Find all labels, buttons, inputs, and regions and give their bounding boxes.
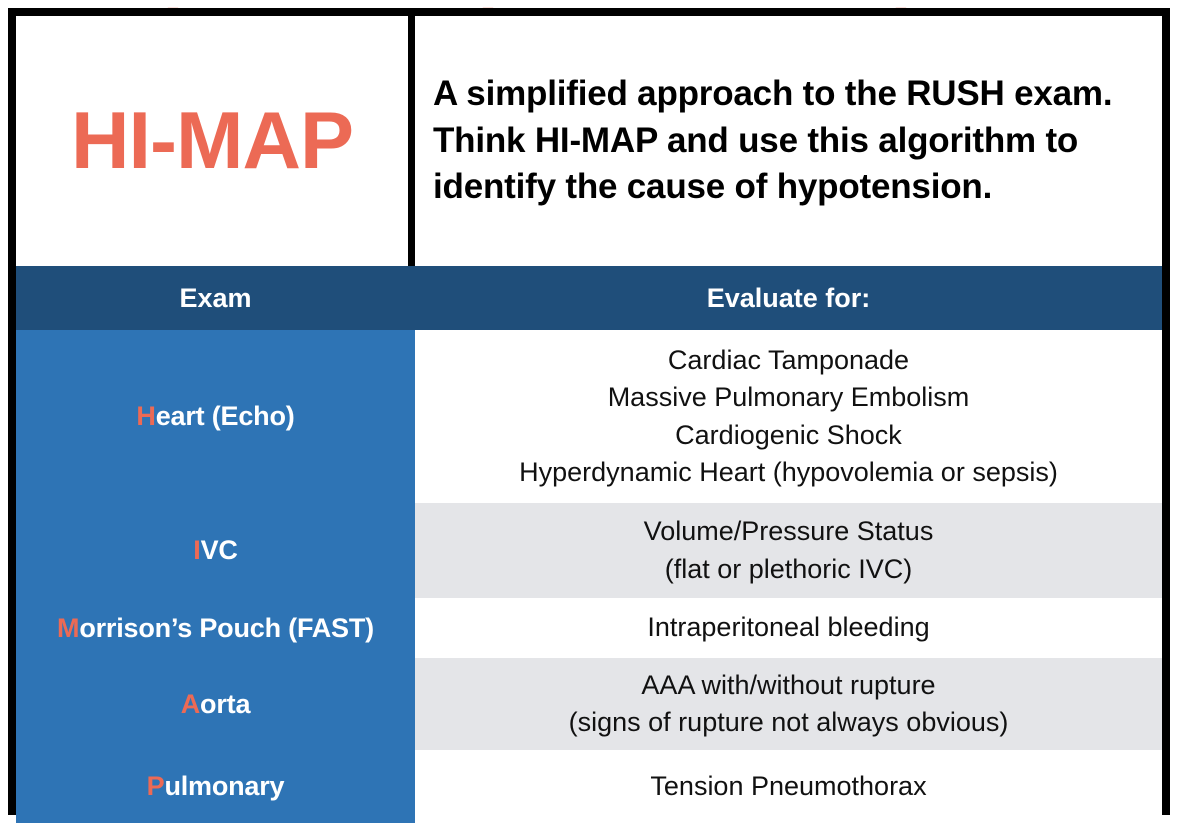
subtitle-text: A simplified approach to the RUSH exam. …	[433, 74, 1113, 207]
artifact-mark-2: _	[483, 0, 493, 8]
evaluate-line: (signs of rupture not always obvious)	[568, 707, 1009, 737]
key-letter-i: I	[193, 535, 201, 565]
table-row: Aorta AAA with/without rupture (signs of…	[16, 658, 1162, 750]
exam-label-rest-morrisons: orrison’s Pouch (FAST)	[79, 612, 374, 643]
exam-label-rest-heart: eart (Echo)	[155, 401, 295, 431]
himap-table: HI-MAP A simplified approach to the RUSH…	[8, 8, 1170, 823]
key-letter-p: P	[146, 771, 165, 801]
column-header-exam: Exam	[179, 282, 252, 313]
evaluate-line: Cardiogenic Shock	[675, 419, 902, 450]
exam-cell-heart: Heart (Echo)	[16, 330, 415, 503]
table-row: Morrison’s Pouch (FAST) Intraperitoneal …	[16, 598, 1162, 658]
exam-label-morrisons: Morrison’s Pouch (FAST)	[57, 613, 374, 644]
evaluate-cell-morrisons: Intraperitoneal bleeding	[415, 598, 1162, 658]
evaluate-line: Massive Pulmonary Embolism	[607, 382, 970, 413]
exam-label-heart: Heart (Echo)	[136, 401, 294, 432]
evaluate-line: AAA with/without rupture	[641, 669, 936, 700]
table-row: Pulmonary Tension Pneumothorax	[16, 750, 1162, 823]
evaluate-cell-heart: Cardiac Tamponade Massive Pulmonary Embo…	[415, 330, 1162, 503]
exam-cell-morrisons: Morrison’s Pouch (FAST)	[16, 598, 415, 658]
exam-label-aorta: Aorta	[181, 689, 251, 720]
key-letter-a: A	[180, 688, 201, 719]
exam-label-rest-ivc: VC	[200, 535, 238, 565]
evaluate-cell-aorta: AAA with/without rupture (signs of ruptu…	[415, 658, 1162, 750]
exam-cell-pulmonary: Pulmonary	[16, 750, 415, 823]
artifact-mark-3: _	[896, 0, 906, 8]
exam-cell-ivc: IVC	[16, 503, 415, 598]
artifact-mark-1: _	[168, 0, 178, 8]
evaluate-line: Hyperdynamic Heart (hypovolemia or sepsi…	[519, 456, 1058, 487]
table-inner: HI-MAP A simplified approach to the RUSH…	[16, 16, 1162, 823]
top-edge-artifacts: _ _ _	[0, 0, 1182, 8]
evaluate-line: (flat or plethoric IVC)	[664, 553, 913, 584]
brand-cell: HI-MAP	[16, 16, 415, 266]
column-header-evaluate: Evaluate for:	[706, 282, 871, 313]
evaluate-line: Tension Pneumothorax	[650, 770, 927, 801]
subtitle-cell: A simplified approach to the RUSH exam. …	[415, 16, 1162, 266]
exam-label-rest-pulmonary: ulmonary	[164, 771, 285, 801]
table-body: Heart (Echo) Cardiac Tamponade Massive P…	[16, 330, 1162, 823]
evaluate-cell-ivc: Volume/Pressure Status (flat or plethori…	[415, 503, 1162, 598]
evaluate-line: Cardiac Tamponade	[667, 345, 910, 375]
table-row: Heart (Echo) Cardiac Tamponade Massive P…	[16, 330, 1162, 503]
table-row: IVC Volume/Pressure Status (flat or plet…	[16, 503, 1162, 598]
exam-label-rest-aorta: orta	[200, 688, 251, 719]
evaluate-line: Volume/Pressure Status	[643, 516, 934, 547]
evaluate-line: Intraperitoneal bleeding	[647, 612, 930, 643]
exam-label-pulmonary: Pulmonary	[147, 771, 285, 802]
brand-title: HI-MAP	[71, 95, 354, 186]
key-letter-h: H	[136, 401, 156, 431]
exam-label-ivc: IVC	[193, 535, 238, 566]
column-header-row: Exam Evaluate for:	[16, 266, 1162, 330]
title-band: HI-MAP A simplified approach to the RUSH…	[16, 16, 1162, 266]
evaluate-cell-pulmonary: Tension Pneumothorax	[415, 750, 1162, 823]
exam-cell-aorta: Aorta	[16, 658, 415, 750]
key-letter-m: M	[57, 612, 80, 643]
